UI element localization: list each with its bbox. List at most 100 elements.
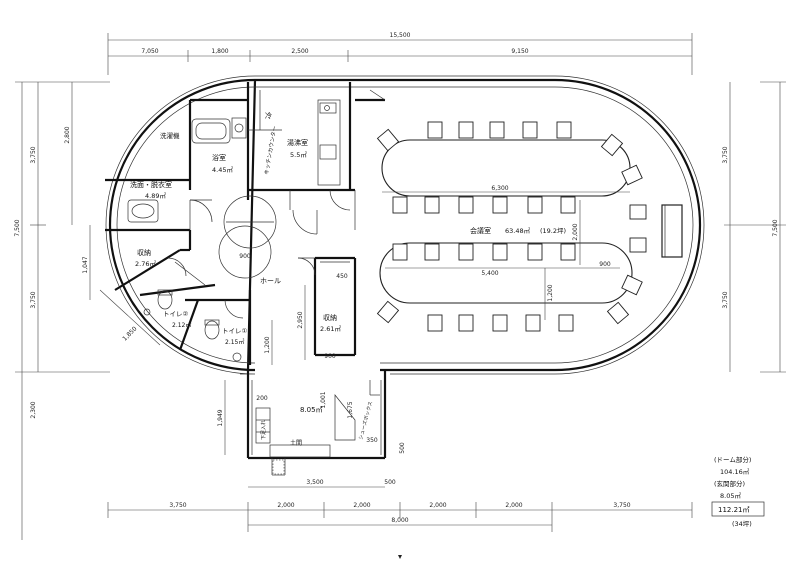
dim-left-entrance: 2,300: [30, 401, 37, 418]
dim-table-900: 900: [599, 261, 611, 268]
round-table-1: [223, 195, 277, 249]
dim-storage-900: 900: [324, 353, 336, 360]
chair: [489, 121, 505, 139]
dim-bottom-left: 3,750: [169, 502, 186, 509]
whiteboard: [661, 204, 683, 258]
summary-entry-label: (玄関部分): [714, 479, 745, 488]
laundry-label: 洗濯機: [160, 131, 180, 140]
storage2-name: 収納: [323, 313, 337, 322]
kitchen-name: 湯沸室: [287, 138, 308, 147]
chair: [525, 314, 541, 332]
dim-table-top: 6,300: [491, 185, 508, 192]
dim-top-seg3: 2,500: [291, 48, 308, 55]
meeting-room-area: 63.48㎡: [505, 226, 531, 235]
dim-left-inner-a: 2,800: [64, 126, 71, 143]
dim-entrance-a: 1,949: [217, 409, 224, 426]
chair: [392, 196, 408, 214]
dim-top-seg1: 7,050: [141, 48, 158, 55]
dim-bottom-mid: 8,000: [391, 517, 408, 524]
chair: [392, 243, 408, 261]
wash-basin-icon: [131, 203, 155, 219]
chair: [427, 121, 443, 139]
dim-right-lower: 3,750: [722, 291, 729, 308]
summary-dome-area: 104.16㎡: [720, 467, 750, 476]
bath-area: 4.45㎡: [212, 165, 233, 174]
storage1-area: 2.76㎡: [135, 259, 156, 268]
chair: [629, 204, 647, 220]
dim-ent-200: 200: [256, 395, 268, 402]
dim-bottom-s2: 2,000: [353, 502, 370, 509]
chairs: [376, 121, 647, 332]
chair: [424, 196, 440, 214]
meeting-room-name: 会議室: [470, 226, 491, 235]
dim-left-inner-c: 1,850: [121, 325, 138, 342]
dim-table-h: 2,000: [572, 223, 579, 240]
right-dimensions: 3,750 7,500 3,750: [722, 81, 786, 373]
bath-name: 浴室: [212, 153, 226, 162]
top-dimensions: 15,500 7,050 1,800 2,500 9,150: [107, 32, 693, 75]
dim-ent-1675: 1,675: [347, 401, 354, 418]
summary-entry-area: 8.05㎡: [720, 491, 741, 500]
toilet-2-icon: [157, 290, 173, 310]
toilet2-area: 2.12㎡: [172, 321, 191, 329]
chair: [492, 314, 508, 332]
summary-total-tsubo: (34坪): [732, 520, 752, 528]
north-arrow-icon: [398, 555, 402, 559]
dim-ent-350: 350: [366, 437, 378, 444]
conference-table: [379, 139, 683, 304]
dim-table-mid: 5,400: [481, 270, 498, 277]
dim-entrance-width: 3,500: [306, 479, 323, 486]
chair: [560, 196, 576, 214]
storage1-name: 収納: [137, 248, 151, 257]
fixtures: [127, 99, 341, 362]
dim-left-overall: 7,500: [14, 219, 21, 236]
dim-left-lower: 3,750: [30, 291, 37, 308]
washroom-area: 4.89㎡: [145, 191, 166, 200]
stove-icon: [319, 102, 337, 114]
chair: [556, 121, 572, 139]
chair: [560, 243, 576, 261]
toilet1-area: 2.15㎡: [225, 338, 244, 346]
dim-left-inner-b: 1,047: [82, 256, 89, 273]
hall-label: ホール: [260, 277, 281, 285]
dim-top-overall: 15,500: [390, 32, 411, 39]
dim-bottom-s1: 2,000: [277, 502, 294, 509]
chair: [427, 314, 443, 332]
entrance-area: 8.05㎡: [300, 406, 323, 414]
storage2-area: 2.61㎡: [320, 324, 341, 333]
chair: [621, 274, 643, 296]
dim-right-upper: 3,750: [722, 146, 729, 163]
hand-basin-icon: [232, 352, 242, 362]
chair: [527, 196, 543, 214]
counter-label: キッチンカウンター: [262, 125, 278, 175]
dim-hall-1200: 1,200: [264, 336, 271, 353]
dim-top-seg2: 1,800: [211, 48, 228, 55]
dim-bottom-right: 3,750: [613, 502, 630, 509]
dim-table-1200: 1,200: [547, 284, 554, 301]
chair: [492, 196, 508, 214]
dim-ent-500: 500: [399, 442, 406, 454]
sink-icon: [319, 144, 337, 160]
washroom-name: 洗面・脱衣室: [130, 180, 172, 189]
summary-total-box: [711, 501, 765, 517]
chair: [458, 196, 474, 214]
chair: [606, 301, 630, 325]
chair: [629, 237, 647, 253]
chair: [376, 300, 400, 324]
chair: [424, 243, 440, 261]
dim-ent-1001: 1,001: [320, 391, 327, 408]
dim-right-overall: 7,500: [772, 219, 779, 236]
round-table-dim: 900: [239, 253, 251, 260]
chair: [376, 128, 400, 152]
chair: [558, 314, 574, 332]
shoe-label: 下足入れ: [261, 420, 267, 440]
washing-machine-icon: [234, 123, 244, 133]
chair: [458, 121, 474, 139]
dome-outline: [105, 75, 705, 375]
dim-top-seg4: 9,150: [511, 48, 528, 55]
doors: [167, 89, 386, 319]
chair: [621, 164, 643, 186]
chair: [600, 133, 624, 157]
interior-walls: [105, 82, 385, 365]
